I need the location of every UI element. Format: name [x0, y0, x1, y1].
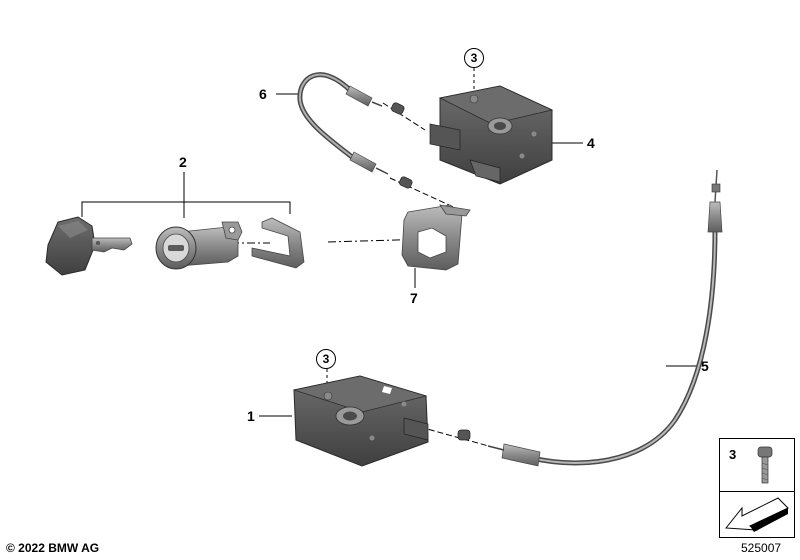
- key: [45, 216, 133, 276]
- legend-thumbnail: 3: [719, 438, 795, 538]
- diagram-number: 525007: [741, 541, 782, 555]
- copyright: © 2022 BMW AG: [6, 541, 100, 555]
- legend-divider: [720, 491, 794, 492]
- lock-block-lower: [292, 375, 429, 467]
- lock-block-upper: [429, 85, 554, 185]
- bracket: [401, 204, 471, 271]
- screw-icon: [757, 446, 773, 484]
- callout-2: 2: [179, 154, 187, 170]
- callout-4: 4: [587, 135, 595, 151]
- callout-5: 5: [701, 358, 709, 374]
- lock-clip: [251, 217, 305, 269]
- upper-cable: [297, 72, 413, 189]
- callout-3-lower: 3: [316, 349, 336, 369]
- callout-1: 1: [247, 408, 255, 424]
- callout-3-upper: 3: [464, 48, 484, 68]
- lock-cylinder: [155, 221, 243, 270]
- callout-7: 7: [410, 290, 418, 306]
- callout-6: 6: [259, 86, 267, 102]
- legend-part-label: 3: [729, 447, 737, 462]
- lower-cable: [457, 169, 723, 467]
- arrow-icon: [725, 497, 789, 532]
